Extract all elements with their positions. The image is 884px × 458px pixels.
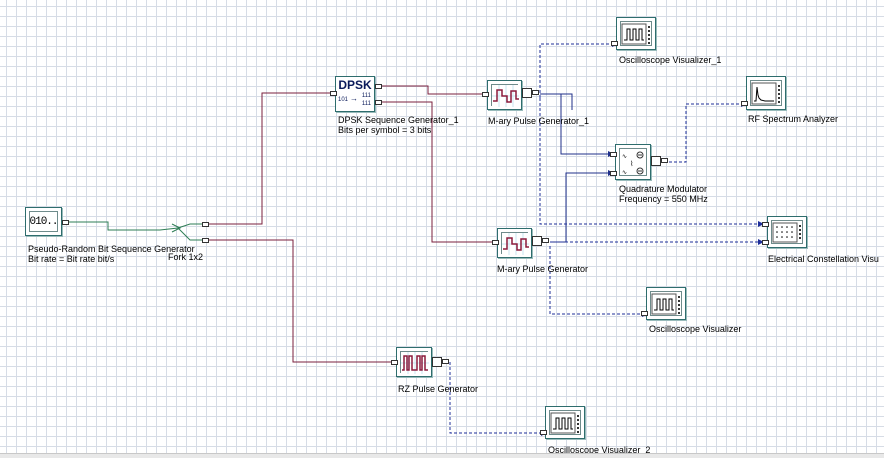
prbs-output-port[interactable]	[62, 220, 69, 225]
mary2-label: M-ary Pulse Generator	[497, 264, 589, 274]
prbs-icon: 010..	[29, 215, 59, 228]
oscilloscope-icon	[651, 293, 680, 315]
wire-fork-rz	[208, 239, 392, 363]
ecv-label: Electrical Constellation Visu	[768, 254, 879, 264]
qmod-label: Quadrature Modulator	[619, 184, 708, 194]
osc-label: Oscilloscope Visualizer	[649, 324, 742, 334]
rz-waveform-icon	[401, 352, 429, 374]
qmod-input-q-port[interactable]	[610, 171, 617, 176]
constellation-icon	[772, 222, 801, 243]
wire-mary1-ecv-solid	[540, 93, 573, 110]
dpsk-label: DPSK Sequence Generator_1	[338, 115, 459, 125]
osc2-label: Oscilloscope Visualizer_2	[548, 445, 651, 455]
mary-waveform-icon	[492, 85, 519, 107]
wire-mary1-ecv	[539, 98, 762, 225]
dpsk-output-port-2[interactable]	[375, 100, 382, 105]
wire-mary2-osc	[549, 246, 642, 315]
osc1-input-port[interactable]	[611, 41, 618, 46]
dpsk-sub-left: 101	[338, 97, 349, 103]
svg-text:∿: ∿	[622, 169, 627, 176]
mary-waveform-icon	[502, 233, 529, 255]
fork-out-upper-port[interactable]	[202, 222, 209, 227]
svg-text:∿: ∿	[622, 153, 627, 160]
wire-mary1-osc1	[539, 43, 612, 98]
osc1-label: Oscilloscope Visualizer_1	[619, 55, 722, 65]
fork-label: Fork 1x2	[168, 252, 204, 262]
wire-fork-dpsk	[208, 92, 333, 225]
wire-mary2-qmod	[550, 172, 613, 243]
rz-output-port[interactable]	[432, 357, 442, 367]
rfsa-label: RF Spectrum Analyzer	[748, 114, 839, 124]
osc-input-port[interactable]	[641, 311, 648, 316]
oscilloscope-visualizer-2-block[interactable]	[545, 406, 585, 439]
horizontal-scrollbar[interactable]	[0, 453, 884, 458]
wire-fork-lower	[177, 227, 205, 241]
qmod-output-port-b[interactable]	[661, 158, 668, 163]
ecv-input-port-2[interactable]	[762, 240, 769, 245]
mary-pulse-generator-block[interactable]	[497, 228, 532, 258]
wire-dpsk-mary2	[380, 101, 494, 243]
rz-pulse-generator-block[interactable]	[396, 347, 432, 377]
mary2-output-port[interactable]	[532, 236, 542, 246]
mary2-input-port[interactable]	[492, 240, 499, 245]
modulator-icon: ∿ ∿ ⌇	[622, 151, 644, 176]
dpsk-output-port-1[interactable]	[375, 84, 382, 89]
wire-fork-upper	[177, 223, 205, 229]
rfsa-input-port[interactable]	[741, 101, 748, 106]
quadrature-modulator-block[interactable]: ∿ ∿ ⌇	[615, 144, 651, 180]
prbs-param: Bit rate = Bit rate bit/s	[28, 254, 115, 264]
ecv-input-port-1[interactable]	[762, 222, 769, 227]
mary1-output-port[interactable]	[522, 88, 532, 98]
wire-prbs-fork	[66, 221, 179, 231]
wire-dpsk-mary1	[380, 85, 484, 95]
dpsk-param: Bits per symbol = 3 bits	[338, 125, 432, 135]
dpsk-arrow-icon: →	[350, 94, 358, 103]
mary2-output-port-b[interactable]	[542, 238, 549, 243]
oscilloscope-visualizer-1-block[interactable]	[616, 17, 656, 50]
qmod-param: Frequency = 550 MHz	[619, 194, 708, 204]
rz-output-port-b[interactable]	[442, 359, 449, 364]
qmod-output-port[interactable]	[651, 156, 661, 166]
osc2-input-port[interactable]	[540, 430, 547, 435]
oscilloscope-icon	[550, 412, 579, 434]
mary1-output-port-b[interactable]	[532, 90, 539, 95]
electrical-constellation-visualizer-block[interactable]	[767, 216, 807, 248]
dpsk-generator-block[interactable]: DPSK 101 → 111 111	[335, 76, 375, 112]
mary1-label: M-ary Pulse Generator_1	[488, 116, 590, 126]
mary1-input-port[interactable]	[482, 92, 489, 97]
mary-pulse-generator-1-block[interactable]	[487, 80, 522, 110]
rf-spectrum-analyzer-block[interactable]	[746, 76, 786, 110]
prbs-label: Pseudo-Random Bit Sequence Generator	[28, 244, 195, 254]
wire-qmod-rfsa	[669, 103, 741, 163]
rz-input-port[interactable]	[391, 360, 398, 365]
spectrum-icon	[751, 82, 780, 105]
dpsk-icon: DPSK	[338, 78, 372, 92]
prbs-generator-block[interactable]: 010..	[25, 207, 62, 236]
dpsk-sub-right-top: 111	[361, 93, 371, 99]
fork-out-lower-port[interactable]	[202, 238, 209, 243]
oscilloscope-icon	[621, 23, 650, 45]
oscilloscope-visualizer-block[interactable]	[646, 287, 686, 320]
rz-label: RZ Pulse Generator	[398, 384, 479, 394]
svg-text:⌇: ⌇	[630, 160, 633, 168]
fork-symbol	[171, 223, 182, 233]
qmod-input-i-port[interactable]	[610, 152, 617, 157]
dpsk-input-port[interactable]	[330, 91, 337, 96]
dpsk-sub-right-bot: 111	[361, 101, 371, 107]
wire-rz-osc2	[449, 362, 541, 434]
